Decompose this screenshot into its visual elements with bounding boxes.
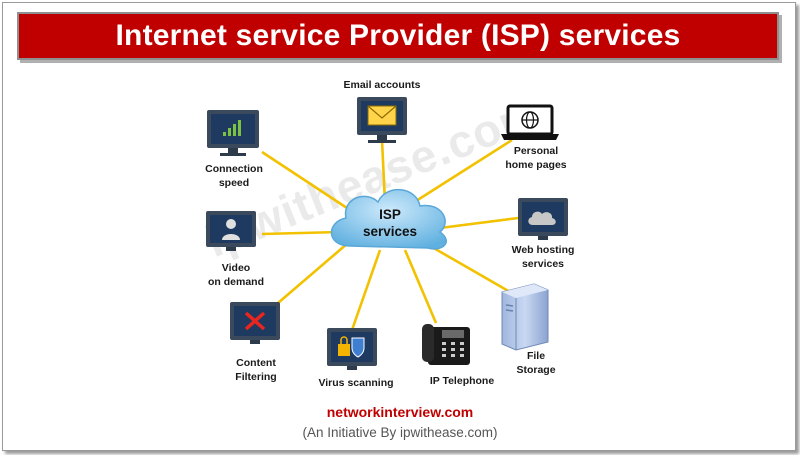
connector-virus [350,249,382,331]
signal-strength-icon [207,110,259,156]
content-filter-icon [230,302,280,344]
video-on-demand-icon [206,211,256,251]
connector-content [277,242,349,304]
file-storage-label: File Storage [516,350,556,376]
connector-email [380,139,387,204]
virus-scanning-label: Virus scanning [318,377,394,389]
isp-services-label: ISP services [362,207,418,239]
connector-file [424,241,511,294]
isp-cloud [330,188,447,250]
connector-webhost [439,216,519,230]
footer-tagline: (An Initiative By ipwithease.com) [302,425,498,440]
connection-speed-label: Connection speed [205,163,263,189]
connector-lines [261,138,519,331]
email-accounts-label: Email accounts [343,79,421,91]
connector-speed [261,150,351,212]
phone-icon [422,324,470,365]
page-title: Internet service Provider (ISP) services [17,12,779,60]
ip-telephone-label: IP Telephone [429,375,495,387]
connector-personal [404,138,513,210]
content-filtering-label: Content Filtering [235,357,277,383]
personal-home-pages-label: Personal home pages [505,145,567,171]
email-icon [357,97,407,143]
connector-video [261,230,341,236]
web-hosting-label: Web hosting services [511,244,575,270]
laptop-globe-icon [501,104,559,140]
video-on-demand-label: Video on demand [207,262,264,288]
web-hosting-icon [518,198,568,240]
server-icon [501,283,549,351]
footer-site: networkinterview.com [326,404,474,420]
virus-scan-icon [327,328,377,370]
connector-phone [403,249,438,324]
